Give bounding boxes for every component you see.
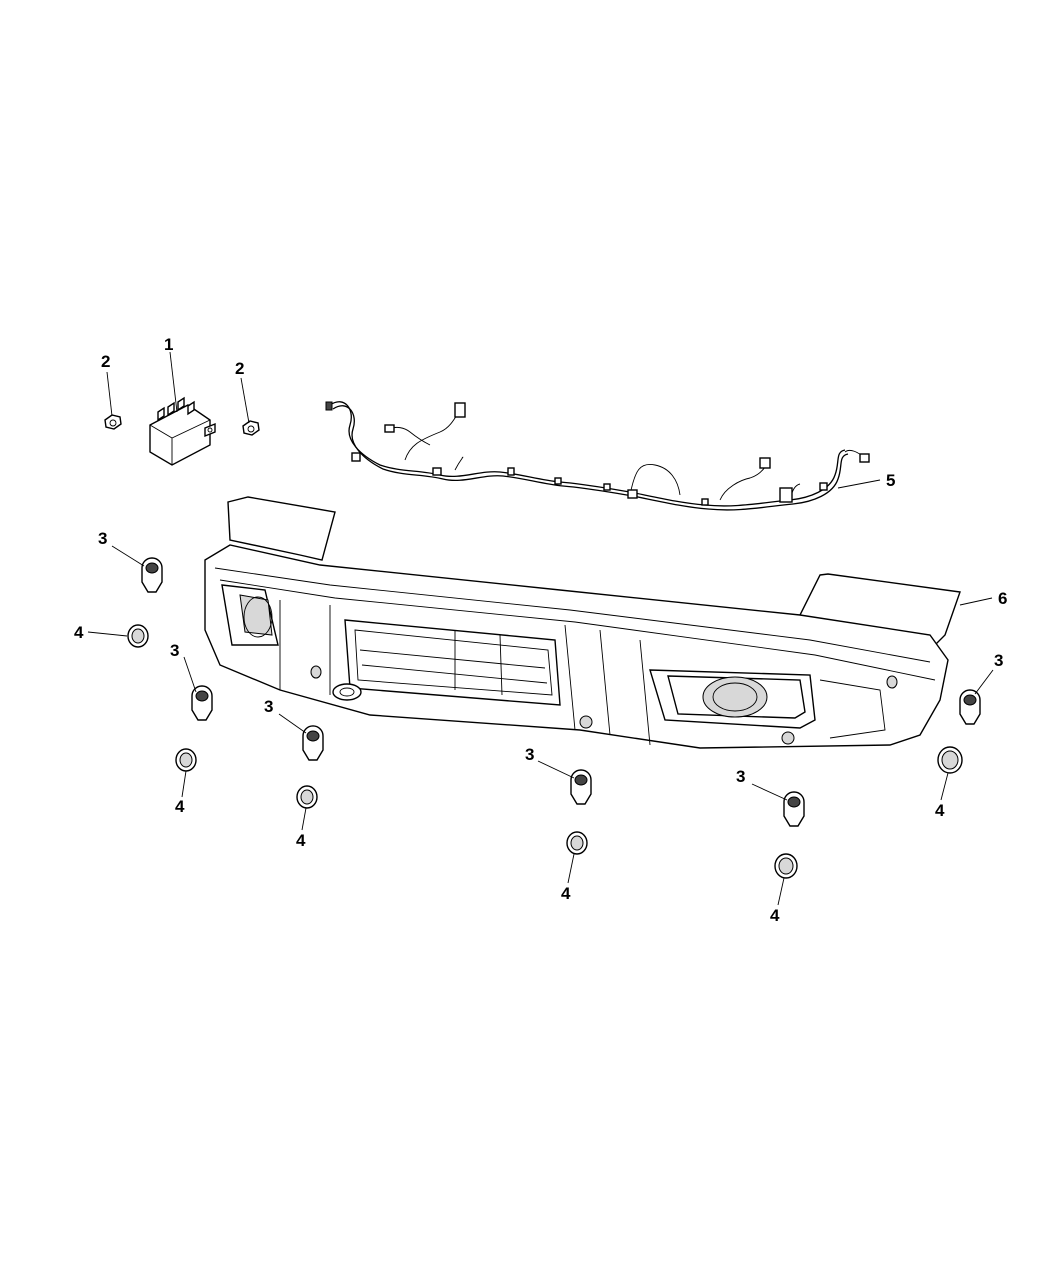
callout-4-c: 4 bbox=[296, 831, 306, 850]
callout-2-right: 2 bbox=[235, 359, 244, 378]
nut-left bbox=[104, 414, 122, 430]
callout-1: 1 bbox=[164, 335, 173, 354]
bezel-ring-b bbox=[175, 748, 197, 772]
sensor-b bbox=[191, 685, 213, 721]
callout-2-left: 2 bbox=[101, 352, 110, 371]
park-assist-module bbox=[149, 396, 216, 466]
callout-3-f: 3 bbox=[994, 651, 1003, 670]
callout-3-d: 3 bbox=[525, 745, 534, 764]
bezel-ring-a bbox=[127, 624, 149, 648]
bezel-ring-c bbox=[296, 785, 318, 809]
callout-4-b: 4 bbox=[175, 797, 185, 816]
callout-4-a: 4 bbox=[74, 623, 84, 642]
wiring-harness bbox=[325, 401, 870, 511]
sensor-a bbox=[141, 557, 163, 593]
leader-lines bbox=[87, 351, 994, 906]
bezel-ring-f bbox=[937, 746, 963, 774]
callout-4-e: 4 bbox=[770, 906, 780, 925]
callout-3-c: 3 bbox=[264, 697, 273, 716]
sensor-e bbox=[783, 791, 805, 827]
sensor-c bbox=[302, 725, 324, 761]
callout-4-f: 4 bbox=[935, 801, 945, 820]
sensor-f bbox=[959, 689, 981, 725]
sensor-d bbox=[570, 769, 592, 805]
bezel-ring-d bbox=[566, 831, 588, 855]
callout-5: 5 bbox=[886, 471, 895, 490]
callout-6: 6 bbox=[998, 589, 1007, 608]
front-bumper bbox=[204, 496, 961, 749]
bezel-ring-e bbox=[774, 853, 798, 879]
callout-3-a: 3 bbox=[98, 529, 107, 548]
nut-right bbox=[242, 420, 260, 436]
callout-3-e: 3 bbox=[736, 767, 745, 786]
callout-labels: 1 2 2 3 3 3 3 3 3 4 4 4 4 4 4 5 6 bbox=[74, 335, 1007, 925]
callout-4-d: 4 bbox=[561, 884, 571, 903]
callout-3-b: 3 bbox=[170, 641, 179, 660]
